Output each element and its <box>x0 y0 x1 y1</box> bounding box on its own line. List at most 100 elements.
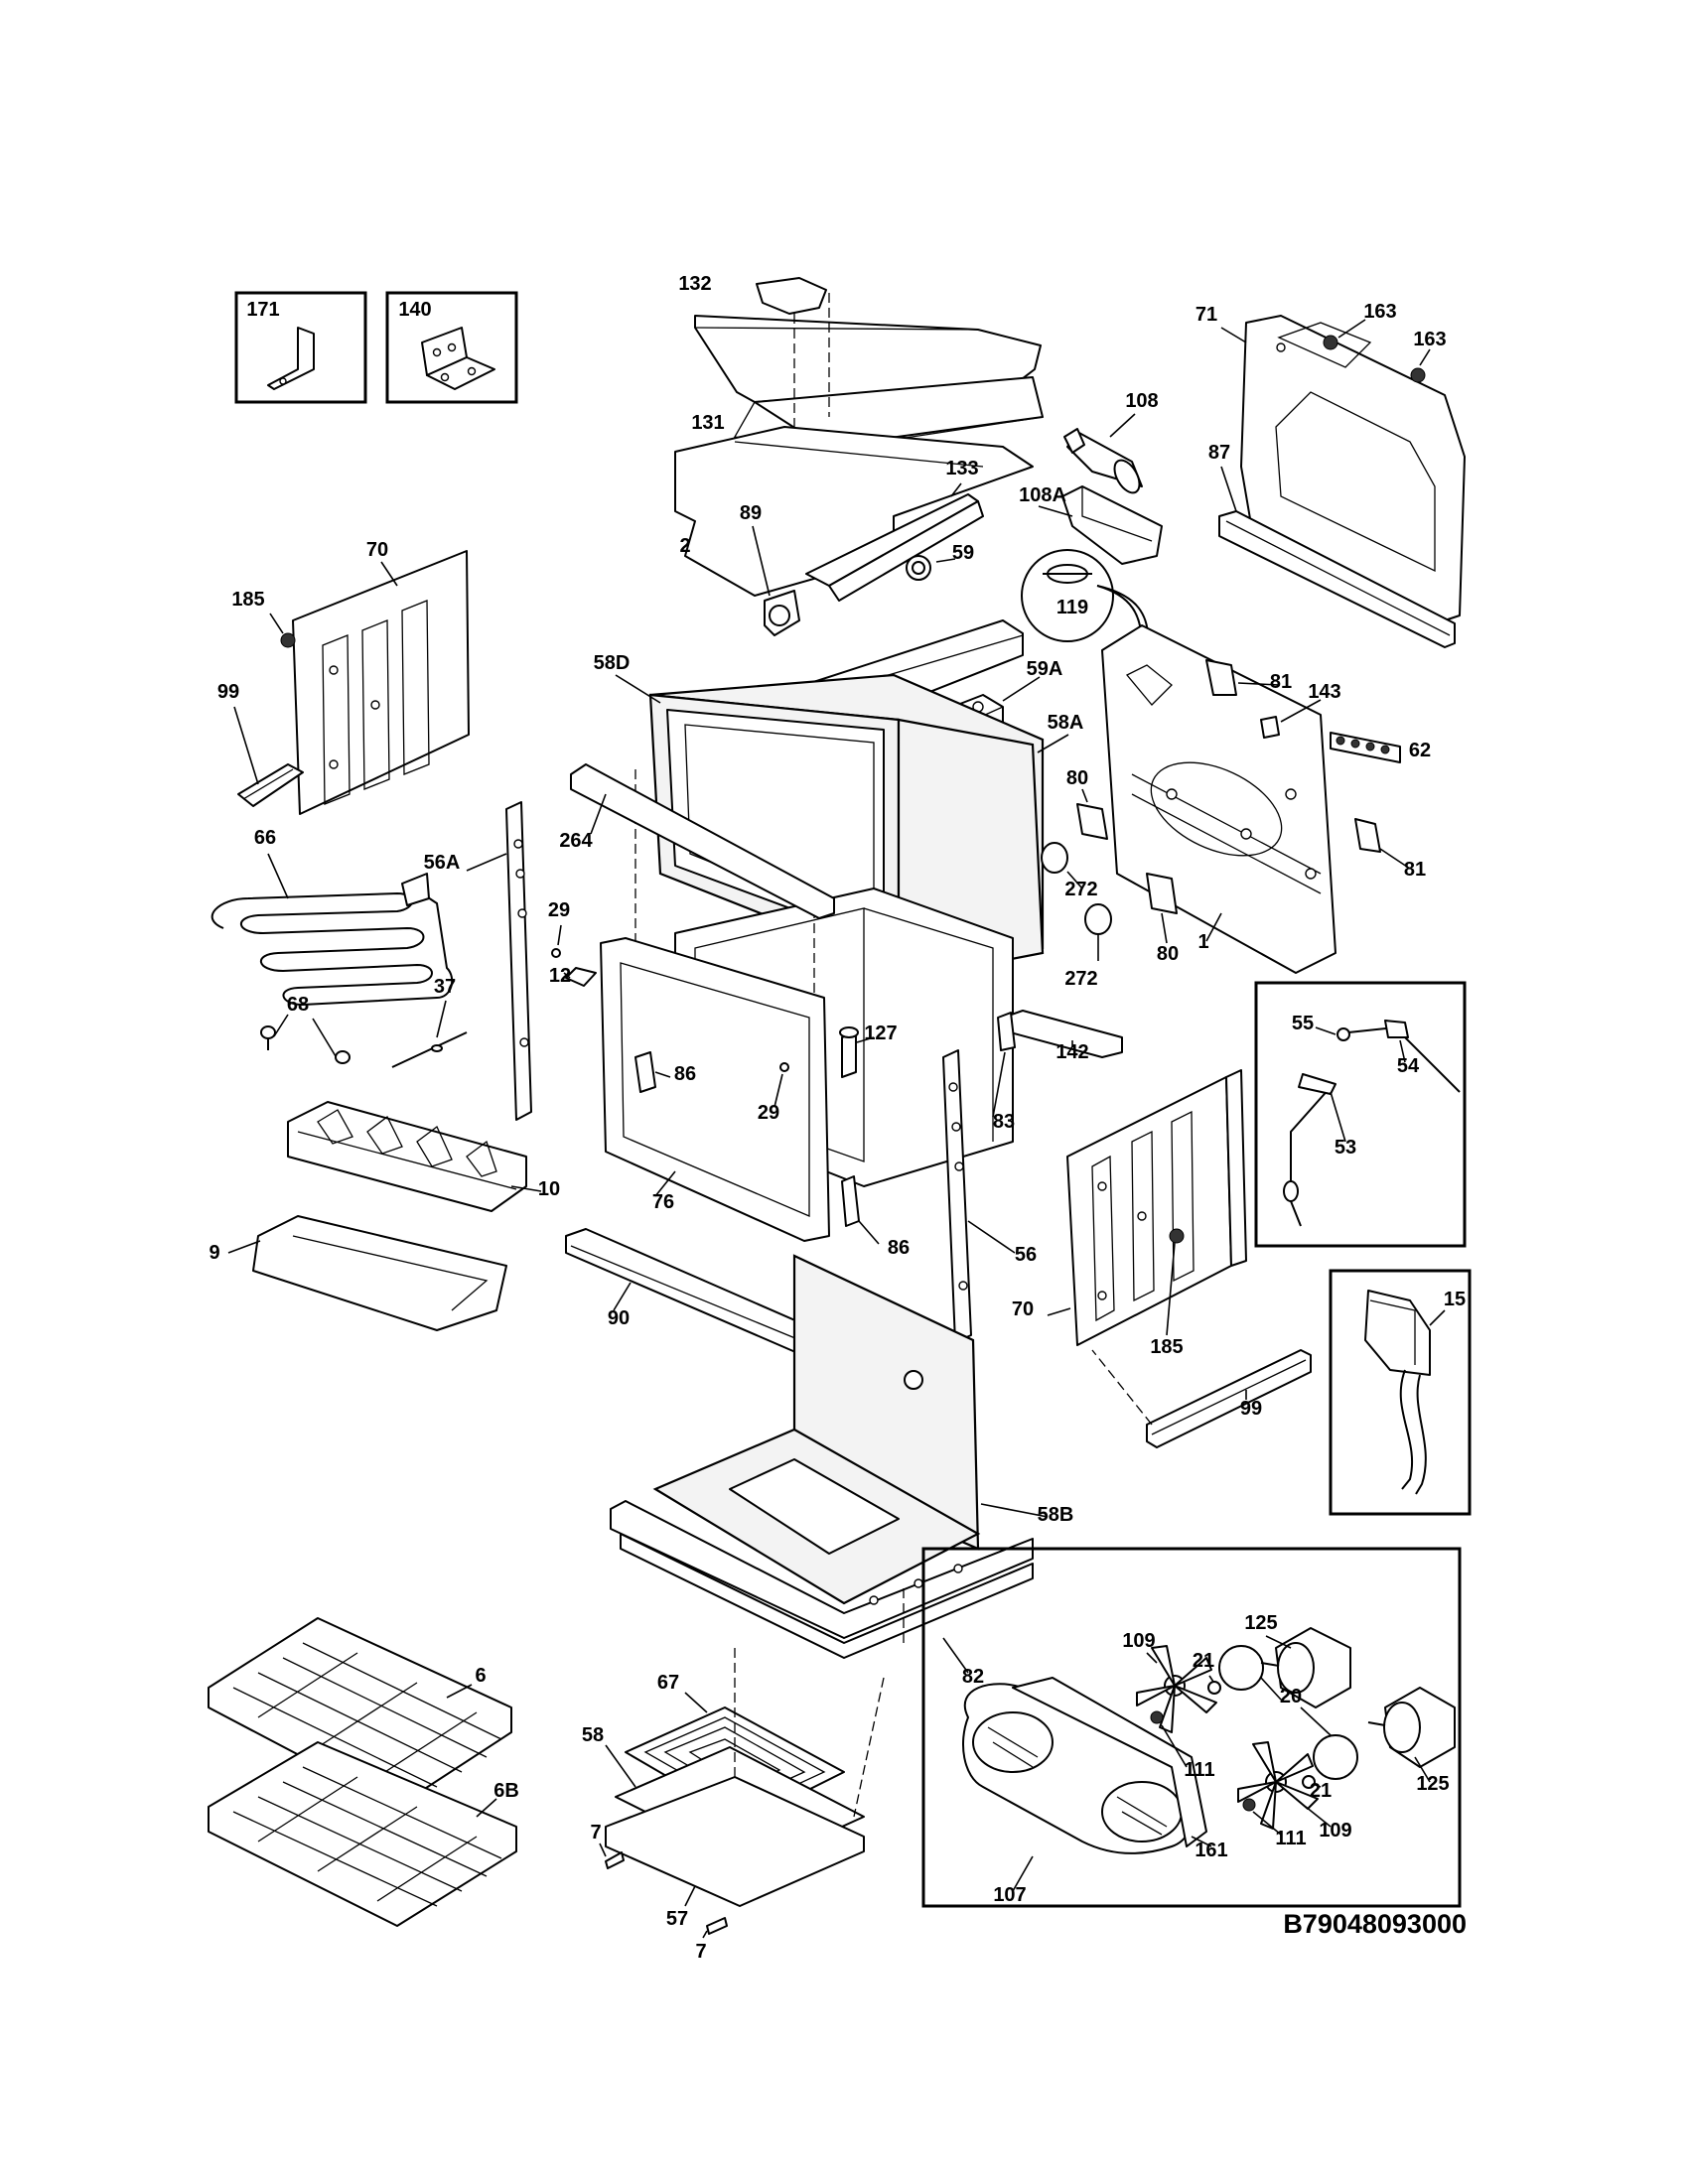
part-70-right-panel <box>1047 1069 1247 1346</box>
part-label-67: 67 <box>657 1672 679 1694</box>
part-83-bracket <box>992 1012 1016 1118</box>
part-56-right-rail <box>942 1049 1016 1343</box>
part-29-screw-top <box>551 924 562 958</box>
part-label-111: 111 <box>1184 1759 1214 1781</box>
part-58B-insulation <box>652 1254 1049 1605</box>
part-label-6: 6 <box>475 1665 486 1687</box>
part-label-272: 272 <box>1064 879 1097 900</box>
part-label-58A: 58A <box>1048 712 1084 734</box>
part-label-12: 12 <box>549 965 571 987</box>
inset-convection-box <box>921 1547 1462 1908</box>
part-21-washers <box>1207 1675 1322 1789</box>
part-label-62: 62 <box>1409 740 1431 761</box>
part-label-68: 68 <box>287 994 309 1016</box>
part-66-broil-element <box>211 853 454 1007</box>
part-7-screw-right <box>702 1917 728 1939</box>
part-label-107: 107 <box>993 1884 1026 1906</box>
part-125-motor-lower <box>1367 1687 1456 1783</box>
part-108-fan <box>1063 413 1143 494</box>
part-label-58D: 58D <box>594 652 631 674</box>
part-272-spacers <box>1041 842 1112 961</box>
part-label-99: 99 <box>217 681 239 703</box>
inset-140 <box>385 291 518 404</box>
part-label-1: 1 <box>1197 931 1208 953</box>
part-label-55: 55 <box>1292 1013 1314 1034</box>
part-label-15: 15 <box>1444 1289 1466 1310</box>
part-label-185: 185 <box>1150 1336 1183 1358</box>
part-29-screw-door <box>774 1062 789 1108</box>
part-label-171: 171 <box>246 299 279 321</box>
part-label-80: 80 <box>1066 767 1088 789</box>
part-label-59: 59 <box>952 542 974 564</box>
part-label-6B: 6B <box>493 1780 519 1802</box>
part-264-strip <box>570 763 835 919</box>
part-label-132: 132 <box>678 273 711 295</box>
part-6B-rack <box>208 1741 517 1927</box>
part-label-58B: 58B <box>1038 1504 1074 1526</box>
part-label-99: 99 <box>1240 1398 1262 1420</box>
part-label-57: 57 <box>666 1908 688 1930</box>
part-label-82: 82 <box>962 1666 984 1688</box>
part-12-sensor <box>563 967 597 987</box>
inset-sensor-box <box>1254 981 1467 1248</box>
part-label-89: 89 <box>740 502 762 524</box>
part-label-70: 70 <box>366 539 388 561</box>
part-label-76: 76 <box>652 1191 674 1213</box>
part-59-thermostat <box>906 555 956 581</box>
part-70-left-panel <box>292 550 470 815</box>
part-107-fan-housing <box>962 1683 1196 1892</box>
part-label-125: 125 <box>1244 1612 1277 1634</box>
part-9-pan <box>227 1215 507 1331</box>
part-81-clip-top <box>1205 659 1280 696</box>
part-133-duct <box>805 482 984 602</box>
part-label-125: 125 <box>1416 1773 1449 1795</box>
part-62-terminal <box>1330 732 1401 763</box>
part-label-81: 81 <box>1404 859 1426 881</box>
part-76-door-frame <box>600 937 830 1242</box>
part-label-108A: 108A <box>1019 484 1066 506</box>
part-89-switch <box>752 525 800 636</box>
part-label-131: 131 <box>691 412 724 434</box>
part-56A-rail <box>466 801 532 1121</box>
part-163-nuts <box>1323 319 1431 383</box>
part-86-hinge-upper <box>634 1051 671 1093</box>
part-label-7: 7 <box>590 1822 601 1843</box>
part-37-wire <box>391 1000 468 1068</box>
part-label-133: 133 <box>945 458 978 479</box>
part-label-83: 83 <box>993 1111 1015 1133</box>
part-label-108: 108 <box>1125 390 1158 412</box>
part-label-87: 87 <box>1208 442 1230 464</box>
part-161-gasket <box>1012 1677 1212 1847</box>
part-143-clip <box>1260 699 1322 739</box>
part-80-bracket-top <box>1076 788 1108 840</box>
part-label-53: 53 <box>1335 1137 1356 1159</box>
part-label-20: 20 <box>1280 1686 1302 1707</box>
part-label-29: 29 <box>758 1102 779 1124</box>
part-7-screw-left <box>599 1843 625 1869</box>
part-label-56A: 56A <box>424 852 461 874</box>
part-90-strip <box>565 1228 830 1359</box>
part-label-7: 7 <box>695 1941 706 1963</box>
part-label-143: 143 <box>1308 681 1340 703</box>
part-109-blade-upper <box>1136 1645 1217 1733</box>
part-label-70: 70 <box>1012 1298 1034 1320</box>
part-label-71: 71 <box>1196 304 1217 326</box>
part-99-left-rail <box>233 706 304 807</box>
part-label-140: 140 <box>398 299 431 321</box>
part-111-nuts <box>1150 1710 1282 1836</box>
part-label-54: 54 <box>1397 1055 1420 1077</box>
part-119-thermal-cutout <box>1021 549 1156 668</box>
part-57-bottom-cover <box>605 1648 885 1907</box>
part-label-86: 86 <box>888 1237 910 1259</box>
part-label-264: 264 <box>559 830 593 852</box>
part-label-10: 10 <box>538 1178 560 1200</box>
part-185-left-nut <box>269 613 296 648</box>
part-label-66: 66 <box>254 827 276 849</box>
part-label-90: 90 <box>608 1307 630 1329</box>
part-10-grill <box>287 1101 542 1212</box>
part-label-109: 109 <box>1319 1820 1351 1842</box>
part-label-272: 272 <box>1064 968 1097 990</box>
part-label-163: 163 <box>1363 301 1396 323</box>
